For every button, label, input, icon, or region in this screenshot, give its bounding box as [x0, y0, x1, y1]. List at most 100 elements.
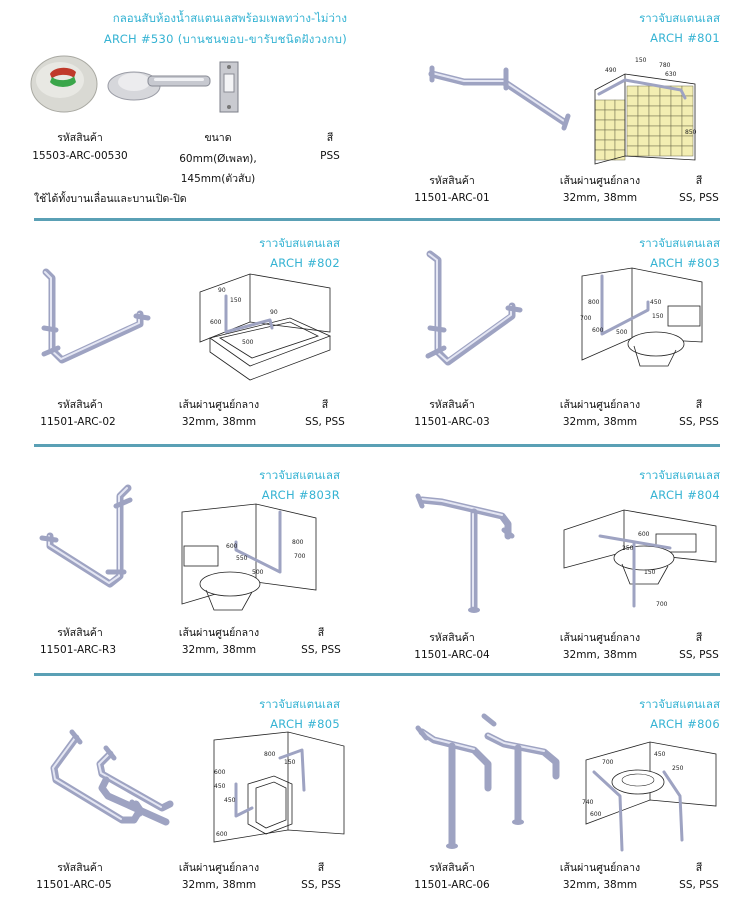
p804-title: ราวจับสแตนเลส: [639, 468, 720, 482]
svg-text:500: 500: [242, 339, 254, 346]
wall-tile: [614, 99, 626, 111]
wall-tile: [648, 105, 661, 117]
p804-color: SS, PSS: [679, 649, 719, 661]
svg-text:600: 600: [590, 811, 602, 818]
wall-tile: [659, 115, 672, 127]
latch-size-line2: 145mm(ตัวสับ): [180, 173, 256, 185]
wall-tile: [594, 129, 606, 141]
svg-text:150: 150: [635, 57, 647, 64]
wall-tile: [626, 105, 639, 117]
svg-text:90: 90: [218, 287, 226, 294]
p801-code: 11501-ARC-01: [414, 192, 490, 204]
p803r-code: 11501-ARC-R3: [39, 644, 116, 656]
svg-text:450: 450: [224, 797, 236, 804]
wall-tile: [626, 115, 639, 127]
wall-tile: [604, 129, 616, 141]
latch-code: 15503-ARC-00530: [32, 150, 128, 162]
p804-diameter: 32mm, 38mm: [562, 649, 638, 661]
p806-code: 11501-ARC-06: [414, 879, 490, 891]
p805-diameter-header: เส้นผ่านศูนย์กลาง: [178, 862, 260, 874]
p804-code-header: รหัสสินค้า: [429, 632, 475, 644]
wall-tile: [670, 105, 683, 117]
svg-text:780: 780: [659, 62, 671, 69]
p805-diameter: 32mm, 38mm: [181, 879, 257, 891]
p803-title: ราวจับสแตนเลส: [639, 236, 720, 250]
section-divider: [34, 444, 720, 447]
latch-size-line1: 60mm(Øเพลท),: [179, 153, 257, 165]
latch-note: ใช้ได้ทั้งบานเลื่อนและบานเปิด-ปิด: [34, 193, 187, 205]
p803-color-header: สี: [695, 399, 703, 411]
svg-text:800: 800: [264, 751, 276, 758]
svg-text:600: 600: [226, 543, 238, 550]
p806-color: SS, PSS: [679, 879, 719, 891]
p803-code-header: รหัสสินค้า: [429, 399, 475, 411]
wall-tile: [604, 99, 616, 111]
p806-drawing: 700 450 250 740 600: [582, 741, 717, 852]
latch-product-image: [30, 55, 239, 113]
p805-drawing: 600 800 150 450 450 600: [213, 731, 345, 843]
p802-color: SS, PSS: [305, 416, 345, 428]
wall-tile: [604, 119, 616, 131]
p806-code-header: รหัสสินค้า: [429, 862, 475, 874]
svg-text:600: 600: [210, 319, 222, 326]
p802-model: ARCH #802: [270, 256, 340, 270]
p801-color-header: สี: [695, 175, 703, 187]
p803-color: SS, PSS: [679, 416, 719, 428]
wall-tile: [659, 95, 672, 107]
latch-color-header: สี: [326, 132, 334, 144]
svg-text:500: 500: [616, 329, 628, 336]
wall-tile: [594, 99, 606, 111]
p803r-title: ราวจับสแตนเลส: [259, 468, 340, 482]
wall-tile: [681, 145, 694, 157]
p805-rail-image: [50, 729, 174, 826]
p801-code-header: รหัสสินค้า: [429, 175, 475, 187]
p803r-model: ARCH #803R: [261, 488, 340, 502]
p804-drawing: 600 250 150 700: [563, 509, 717, 608]
latch-size-header: ขนาด: [204, 132, 232, 144]
svg-text:250: 250: [622, 545, 634, 552]
p801-drawing: 490 150 780 630 850: [594, 57, 697, 165]
wall-tile: [626, 145, 639, 157]
wall-tile: [637, 115, 650, 127]
p803r-drawing: 600 550 800 700 500: [181, 503, 317, 611]
wall-tile: [670, 135, 683, 147]
svg-text:700: 700: [602, 759, 614, 766]
wall-tile: [637, 125, 650, 137]
wall-tile: [648, 95, 661, 107]
svg-text:700: 700: [580, 315, 592, 322]
p805-model: ARCH #805: [270, 717, 340, 731]
wall-tile: [659, 145, 672, 157]
wall-tile: [648, 145, 661, 157]
p802-rail-image: [41, 268, 151, 364]
p804-diameter-header: เส้นผ่านศูนย์กลาง: [559, 632, 641, 644]
wall-tile: [637, 145, 650, 157]
p804-color-header: สี: [695, 632, 703, 644]
wall-tile: [614, 119, 626, 131]
p803r-color-header: สี: [317, 627, 325, 639]
svg-text:450: 450: [654, 751, 666, 758]
p803-code: 11501-ARC-03: [414, 416, 490, 428]
p805-color: SS, PSS: [301, 879, 341, 891]
section-divider: [34, 218, 720, 221]
svg-text:250: 250: [672, 765, 684, 772]
wall-tile: [614, 139, 626, 151]
p803-rail-image: [425, 250, 523, 366]
p802-diameter: 32mm, 38mm: [181, 416, 257, 428]
p803r-code-header: รหัสสินค้า: [57, 627, 103, 639]
p806-diameter-header: เส้นผ่านศูนย์กลาง: [559, 862, 641, 874]
p804-model: ARCH #804: [650, 488, 720, 502]
p805-code-header: รหัสสินค้า: [57, 862, 103, 874]
wall-tile: [637, 135, 650, 147]
svg-text:850: 850: [685, 129, 697, 136]
wall-tile: [626, 85, 639, 97]
p806-rail-image: [415, 713, 560, 849]
p803r-rail-image: [39, 484, 133, 588]
svg-text:450: 450: [214, 783, 226, 790]
wall-tile: [594, 119, 606, 131]
p802-title: ราวจับสแตนเลส: [259, 236, 340, 250]
latch-code-header: รหัสสินค้า: [57, 132, 103, 144]
wall-tile: [637, 105, 650, 117]
wall-tile: [648, 135, 661, 147]
wall-tile: [604, 149, 616, 161]
p803-model: ARCH #803: [650, 256, 720, 270]
